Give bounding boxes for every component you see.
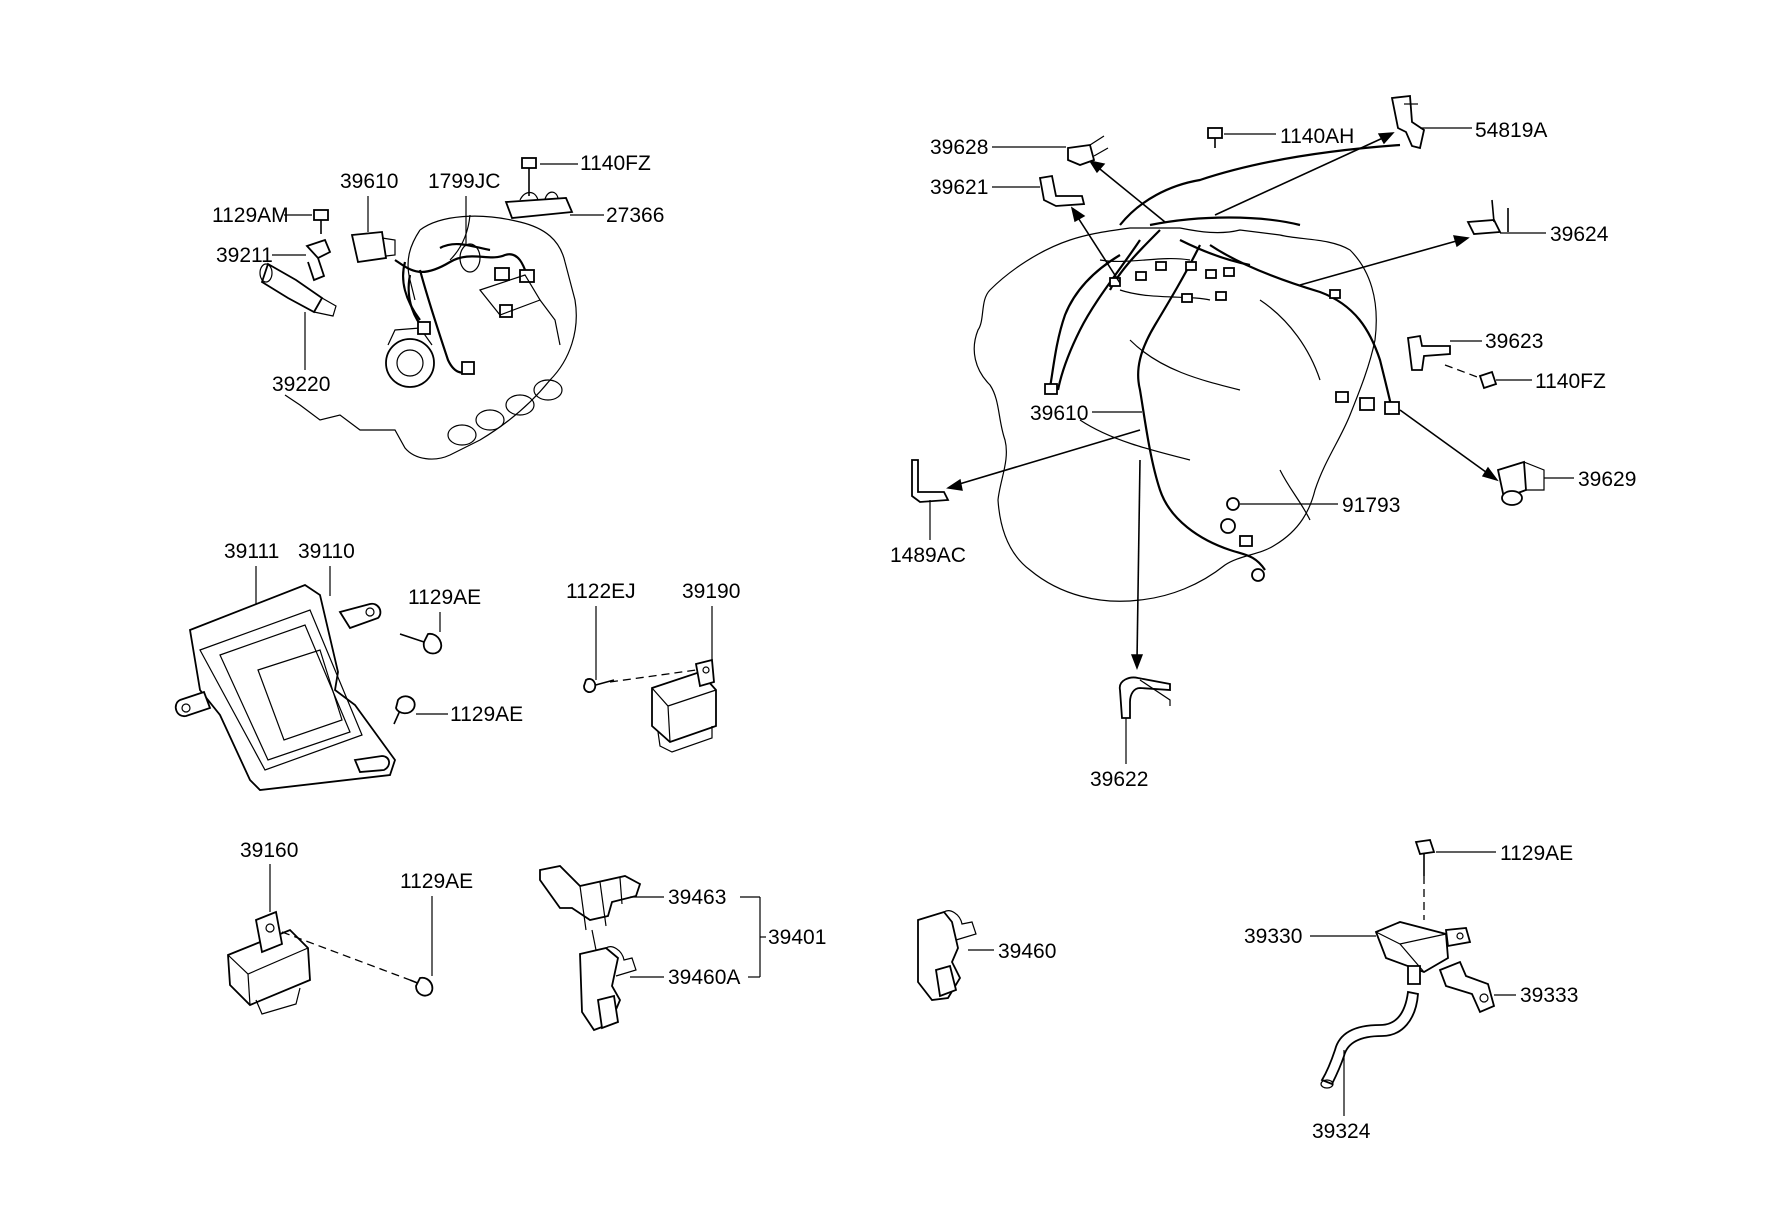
map-sensor-assembly — [1320, 839, 1496, 1089]
label-1140FZ-top: 1140FZ — [580, 152, 651, 175]
label-1140AH: 1140AH — [1280, 125, 1354, 148]
label-91793: 91793 — [1342, 494, 1400, 517]
label-39621: 39621 — [930, 176, 988, 199]
label-1140FZ-right: 1140FZ — [1535, 370, 1606, 393]
label-1129AE-c: 1129AE — [400, 870, 473, 893]
label-39624: 39624 — [1550, 223, 1609, 246]
label-39220: 39220 — [272, 373, 330, 396]
label-1129AE-a: 1129AE — [408, 586, 481, 609]
relay-39190 — [583, 658, 717, 753]
engine-assembly-left — [259, 157, 577, 460]
label-1489AC: 1489AC — [890, 544, 966, 567]
label-39333: 39333 — [1520, 984, 1578, 1007]
solenoid-assembly-39401 — [539, 865, 642, 1032]
label-39622: 39622 — [1090, 768, 1148, 791]
label-39110: 39110 — [298, 540, 355, 563]
label-1129AE-b: 1129AE — [450, 703, 523, 726]
label-39460A: 39460A — [668, 966, 740, 989]
label-39401: 39401 — [768, 926, 826, 949]
label-39463: 39463 — [668, 886, 726, 909]
label-39330: 39330 — [1244, 925, 1302, 948]
label-39628: 39628 — [930, 136, 988, 159]
label-39629: 39629 — [1578, 468, 1636, 491]
label-1129AM: 1129AM — [212, 204, 289, 227]
label-39190: 39190 — [682, 580, 740, 603]
label-39324: 39324 — [1312, 1120, 1371, 1143]
label-1122EJ: 1122EJ — [566, 580, 636, 603]
label-1129AE-d: 1129AE — [1500, 842, 1573, 865]
label-39160: 39160 — [240, 839, 298, 862]
transmission-assembly-right — [911, 95, 1545, 719]
label-39610-top: 39610 — [340, 170, 398, 193]
solenoid-39460 — [917, 910, 977, 1001]
ecu-39110 — [174, 583, 443, 791]
label-39460: 39460 — [998, 940, 1056, 963]
relay-39160 — [227, 910, 434, 1015]
label-39623: 39623 — [1485, 330, 1543, 353]
label-39610-right: 39610 — [1030, 402, 1088, 425]
label-39211: 39211 — [216, 244, 273, 267]
label-27366: 27366 — [606, 204, 664, 227]
label-1799JC: 1799JC — [428, 170, 500, 193]
label-39111: 39111 — [224, 540, 279, 563]
label-54819A: 54819A — [1475, 119, 1547, 142]
